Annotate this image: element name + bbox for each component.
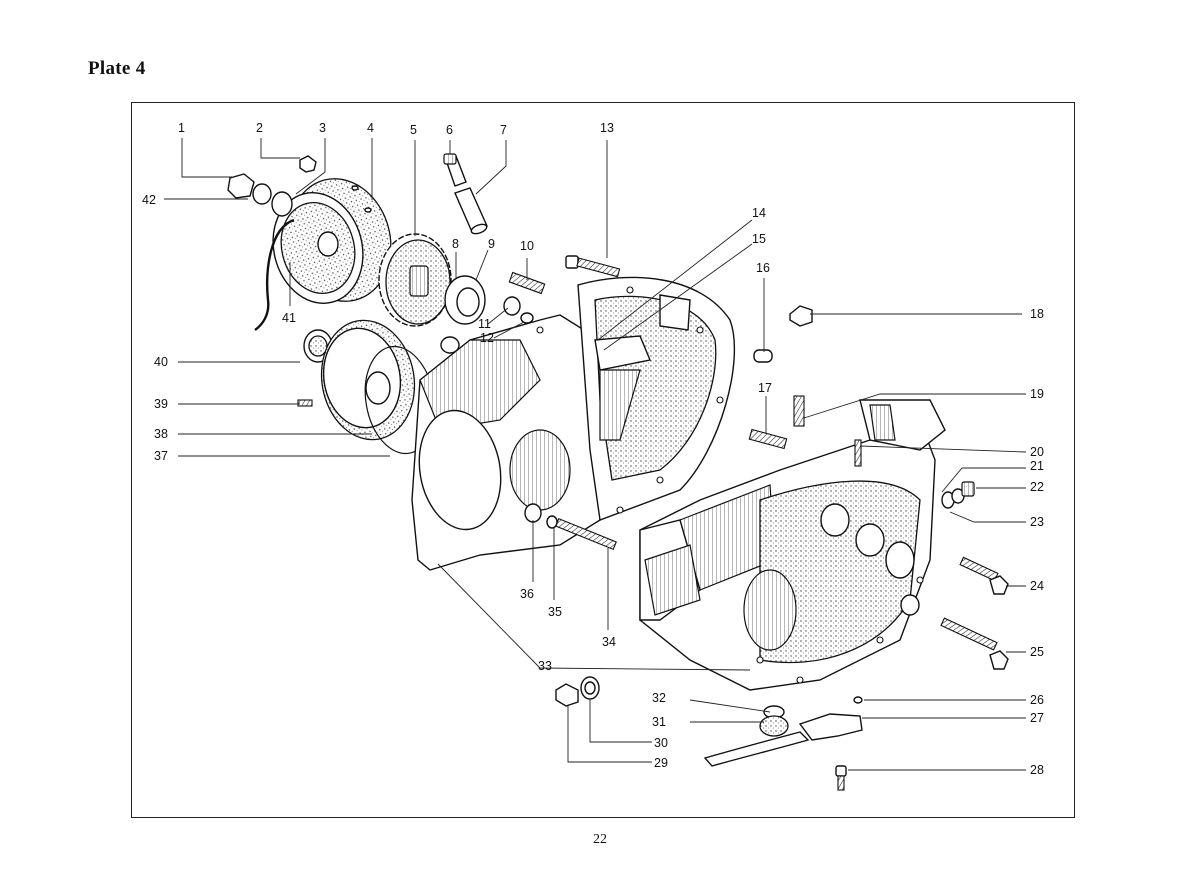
callout-labels: 1 2 3 4 5 6 7 8 9 10 11 12 13 14 15 16 1… [142,121,1044,777]
callout-30: 30 [654,736,668,750]
diagram-frame [131,102,1075,818]
callout-10: 10 [520,239,534,253]
callout-18: 18 [1030,307,1044,321]
callout-38: 38 [154,427,168,441]
callout-31: 31 [652,715,666,729]
callout-27: 27 [1030,711,1044,725]
callout-4: 4 [367,121,374,135]
callout-42: 42 [142,193,156,207]
callout-40: 40 [154,355,168,369]
stud-part [508,271,546,295]
sprocket-part [378,233,452,327]
callout-34: 34 [602,635,616,649]
lever-assembly-part [703,696,863,791]
callout-24: 24 [1030,579,1044,593]
callout-39: 39 [154,397,168,411]
studs-part [748,395,862,467]
callout-41: 41 [282,311,296,325]
callout-26: 26 [1030,693,1044,707]
bush-part [454,187,488,235]
callout-12: 12 [480,331,494,345]
bearing-housing-part [444,275,486,325]
callout-5: 5 [410,123,417,137]
callout-2: 2 [256,121,263,135]
callout-28: 28 [1030,763,1044,777]
drain-plug-part [555,676,600,707]
callout-11: 11 [478,317,491,331]
clutch-cable-part [254,218,295,331]
page-number: 22 [593,832,607,847]
callout-14: 14 [752,206,766,220]
right-crankcase-half [639,399,946,691]
callout-37: 37 [154,449,168,463]
bearing-cover-plate-part [320,319,416,441]
callout-36: 36 [520,587,534,601]
nut-part [789,305,813,327]
callout-8: 8 [452,237,459,251]
callout-22: 22 [1030,480,1044,494]
callout-21: 21 [1030,459,1044,473]
callout-13: 13 [600,121,614,135]
callout-20: 20 [1030,445,1044,459]
screw-part [297,399,313,407]
callout-7: 7 [500,123,507,137]
fixing-bolt-part [940,481,1009,670]
callout-33: 33 [538,659,552,673]
callout-29: 29 [654,756,668,770]
callout-35: 35 [548,605,562,619]
callout-19: 19 [1030,387,1044,401]
callout-32: 32 [652,691,666,705]
callout-25: 25 [1030,645,1044,659]
callout-15: 15 [752,232,766,246]
left-crankcase-half [411,276,736,571]
callout-17: 17 [758,381,772,395]
callout-16: 16 [756,261,770,275]
callout-1: 1 [178,121,185,135]
callout-23: 23 [1030,515,1044,529]
callout-6: 6 [446,123,453,137]
dowel-part [753,349,773,363]
leader-lines [164,138,1027,771]
crankcase-bolt-part [565,255,621,278]
plate-title: Plate 4 [88,58,146,79]
small-nuts-washers [227,155,534,354]
callout-3: 3 [319,121,326,135]
clutch-drum-part [272,178,392,304]
callout-9: 9 [488,237,495,251]
plug-part [443,153,467,187]
